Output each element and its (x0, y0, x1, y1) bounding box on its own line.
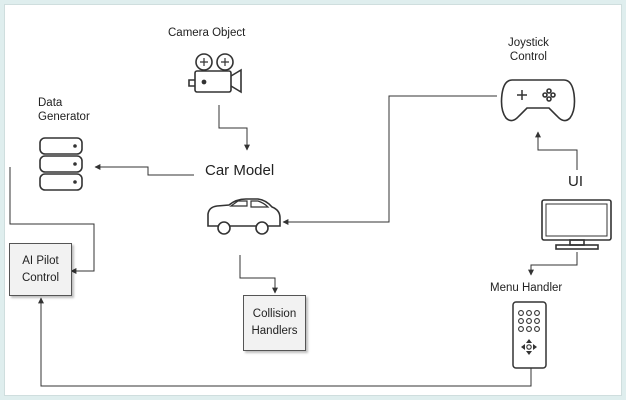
ui-label: UI (568, 173, 583, 190)
data-generator-label: Data Generator (38, 97, 90, 124)
ai-pilot-control-label: AI Pilot Control (21, 254, 60, 284)
connector-ui-to-joystick (535, 131, 578, 170)
joystick-control-label: Joystick Control (508, 37, 549, 64)
connector-camera-to-car-model (218, 105, 250, 151)
database-icon (39, 137, 83, 191)
gamepad-icon (500, 79, 576, 122)
remote-control-icon (512, 301, 547, 369)
camera-object-label: Camera Object (168, 27, 246, 39)
connector-joystick-to-car (282, 95, 497, 225)
menu-handler-label: Menu Handler (490, 282, 563, 294)
monitor-icon (541, 199, 612, 250)
connector-car-model-to-data-generator (94, 164, 194, 176)
collision-handlers-label: Collision Handlers (251, 308, 298, 337)
car-model-label: Car Model (205, 162, 275, 179)
connector-data-generator-to-ai-pilot (9, 167, 95, 274)
connector-menu-handler-to-ai-pilot (38, 297, 532, 387)
collision-handlers-box: Collision Handlers (243, 295, 306, 351)
connector-ui-to-menu-handler (528, 252, 578, 276)
car-icon (207, 198, 281, 235)
connector-car-to-collision (239, 255, 278, 294)
ai-pilot-control-box: AI Pilot Control (9, 243, 72, 296)
camera-icon (188, 53, 242, 94)
